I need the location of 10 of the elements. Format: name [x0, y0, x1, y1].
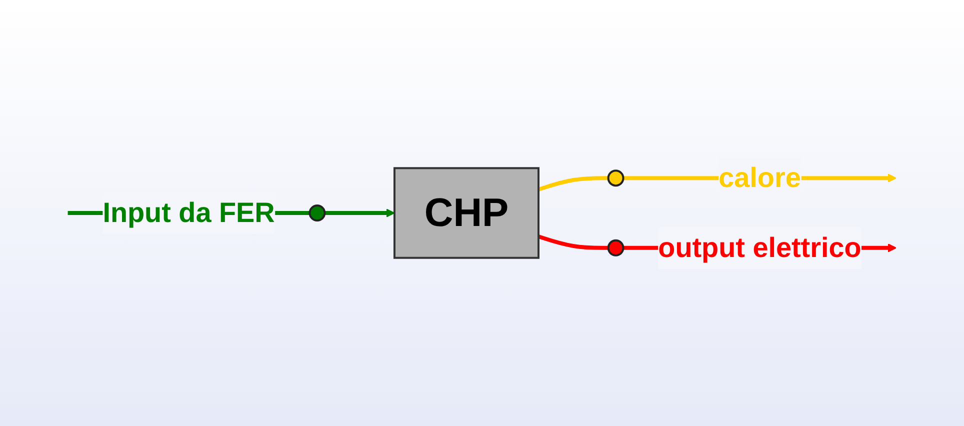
edge-label: output elettrico	[658, 232, 862, 263]
node-box: CHP	[393, 167, 540, 259]
edge-label: Input da FER	[102, 197, 275, 228]
connector	[538, 234, 608, 250]
node-circle	[607, 239, 624, 256]
connector	[538, 176, 608, 192]
node-circle	[308, 204, 326, 222]
node-circle	[607, 170, 624, 187]
arrow	[324, 208, 395, 218]
edge-label: calore	[718, 162, 801, 194]
